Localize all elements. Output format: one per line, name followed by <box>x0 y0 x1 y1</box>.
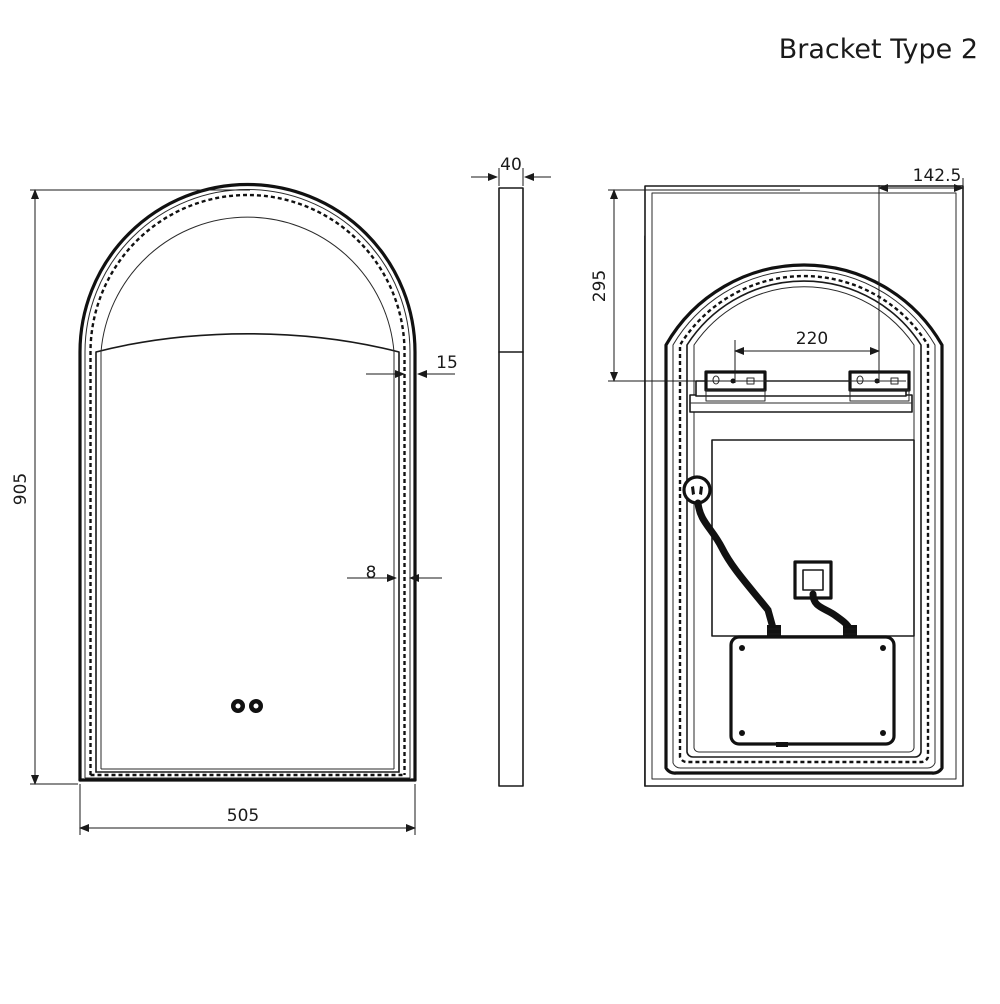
back-arch-line-2 <box>672 269 936 769</box>
front-outer-outline <box>78 182 417 782</box>
back-elevation-view: 295 220 142.5 <box>590 166 964 787</box>
front-outline-inner-1 <box>84 189 411 778</box>
front-height-dim-label: 905 <box>11 473 31 505</box>
power-plug-cable <box>694 499 777 632</box>
back-295-dim-label: 295 <box>590 270 610 302</box>
cable-gland-right <box>843 625 857 638</box>
page-title: Bracket Type 2 <box>779 34 978 65</box>
back-1425-dim-label: 142.5 <box>913 166 962 186</box>
front-outline-inner-2 <box>95 332 400 773</box>
bracket-block-right-hole-1 <box>856 375 864 385</box>
junction-box-tab <box>776 742 788 747</box>
sensor-module-inner <box>802 569 824 591</box>
mirror-backing-panel <box>711 439 915 637</box>
power-plug-pin-left <box>691 486 695 495</box>
front-band-dim-label: 15 <box>436 353 458 373</box>
side-profile-outline <box>498 187 524 787</box>
front-edge-dim-label: 8 <box>366 563 377 583</box>
back-led-band <box>678 274 930 764</box>
touch-sensor-dot-left-center <box>235 703 241 709</box>
power-plug[interactable] <box>682 475 712 505</box>
bracket-block-right-lower <box>849 389 910 402</box>
junction-box-screw-tr <box>880 645 886 651</box>
side-elevation-view: 40 <box>471 155 551 787</box>
bracket-block-left-lower <box>705 389 766 402</box>
front-elevation-view: 905 505 15 8 <box>11 182 458 835</box>
front-led-band <box>89 193 406 775</box>
front-width-dim-label: 505 <box>227 806 259 826</box>
junction-box[interactable] <box>729 635 896 746</box>
back-outer-boundary-inner <box>651 192 957 780</box>
back-arch-inner <box>686 280 922 758</box>
bracket-block-left-hole-1 <box>712 375 720 385</box>
front-glass-outline <box>100 216 395 769</box>
back-220-dim-label: 220 <box>796 329 828 349</box>
side-depth-dim-label: 40 <box>500 155 522 175</box>
touch-sensor-dot-right-center <box>253 703 259 709</box>
power-plug-pin-right <box>699 486 703 495</box>
junction-box-screw-tl <box>739 645 745 651</box>
junction-box-screw-bl <box>739 730 745 736</box>
back-arch-inner-2 <box>693 286 915 753</box>
sensor-cable <box>809 590 853 632</box>
junction-box-screw-br <box>880 730 886 736</box>
cable-gland-left <box>767 625 781 638</box>
